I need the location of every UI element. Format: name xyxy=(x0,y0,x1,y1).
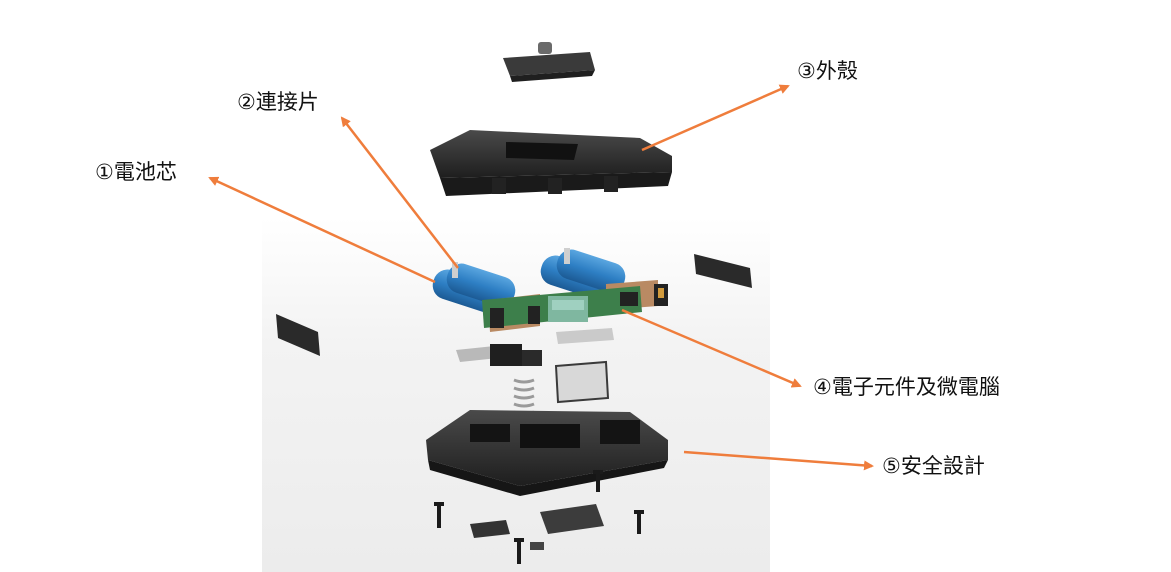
arrow-connector xyxy=(340,116,459,269)
switch-block xyxy=(490,344,542,366)
insulation-plate xyxy=(554,360,610,404)
side-pad-left xyxy=(276,314,320,356)
spring xyxy=(513,378,535,416)
screws xyxy=(434,470,644,564)
label-shell: ③外殼 xyxy=(797,59,858,83)
arrow-cell xyxy=(208,176,436,284)
battery-cells xyxy=(432,248,626,313)
arrow-shell xyxy=(641,84,790,152)
label-electronics: ④電子元件及微電腦 xyxy=(813,375,1000,399)
bottom-pad-tiny xyxy=(530,542,544,550)
top-housing xyxy=(430,130,672,196)
pcb-board xyxy=(482,284,668,328)
bottom-pad-large xyxy=(540,504,604,534)
arrow-safety xyxy=(683,450,874,471)
label-safety: ⑤安全設計 xyxy=(882,454,985,478)
thermal-pad-right xyxy=(556,328,614,344)
label-connector: ②連接片 xyxy=(237,90,319,114)
arrow-electronics xyxy=(621,308,802,388)
side-pad-right xyxy=(694,254,752,288)
label-battery-cell: ①電池芯 xyxy=(95,160,177,184)
mounting-plate xyxy=(503,42,595,82)
bottom-housing xyxy=(426,410,668,496)
bottom-pad-small xyxy=(470,520,510,538)
